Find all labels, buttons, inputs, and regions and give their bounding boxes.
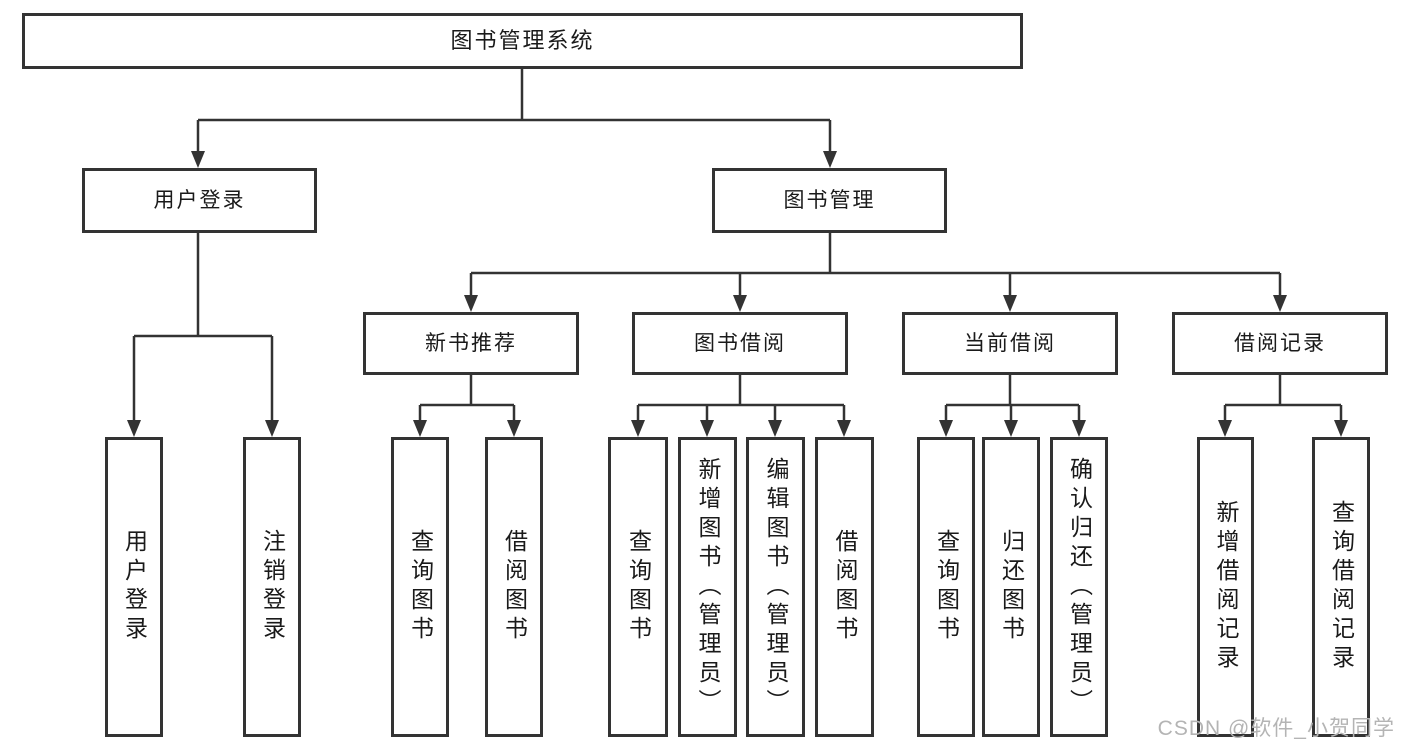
- leaf-user-login: 用户登录: [105, 437, 163, 737]
- node-new-book-recommend: 新书推荐: [363, 312, 579, 375]
- leaf-query-borrow-record: 查询借阅记录: [1312, 437, 1370, 737]
- leaf-edit-book-admin: 编辑图书（管理员）: [746, 437, 805, 737]
- leaf-return-book: 归还图书: [982, 437, 1040, 737]
- leaf-borrow-books-recommend: 借阅图书: [485, 437, 543, 737]
- leaf-add-book-admin: 新增图书（管理员）: [678, 437, 737, 737]
- leaf-query-books-recommend: 查询图书: [391, 437, 449, 737]
- leaf-confirm-return-admin: 确认归还（管理员）: [1050, 437, 1108, 737]
- leaf-logout: 注销登录: [243, 437, 301, 737]
- node-book-borrow: 图书借阅: [632, 312, 848, 375]
- node-current-borrow: 当前借阅: [902, 312, 1118, 375]
- node-borrow-records: 借阅记录: [1172, 312, 1388, 375]
- node-book-management: 图书管理: [712, 168, 947, 233]
- node-user-login: 用户登录: [82, 168, 317, 233]
- leaf-query-books-borrow: 查询图书: [608, 437, 668, 737]
- leaf-add-borrow-record: 新增借阅记录: [1197, 437, 1254, 737]
- node-library-system: 图书管理系统: [22, 13, 1023, 69]
- leaf-borrow-books: 借阅图书: [815, 437, 874, 737]
- csdn-watermark: CSDN @软件_小贺同学: [1157, 717, 1395, 740]
- leaf-query-books-current: 查询图书: [917, 437, 975, 737]
